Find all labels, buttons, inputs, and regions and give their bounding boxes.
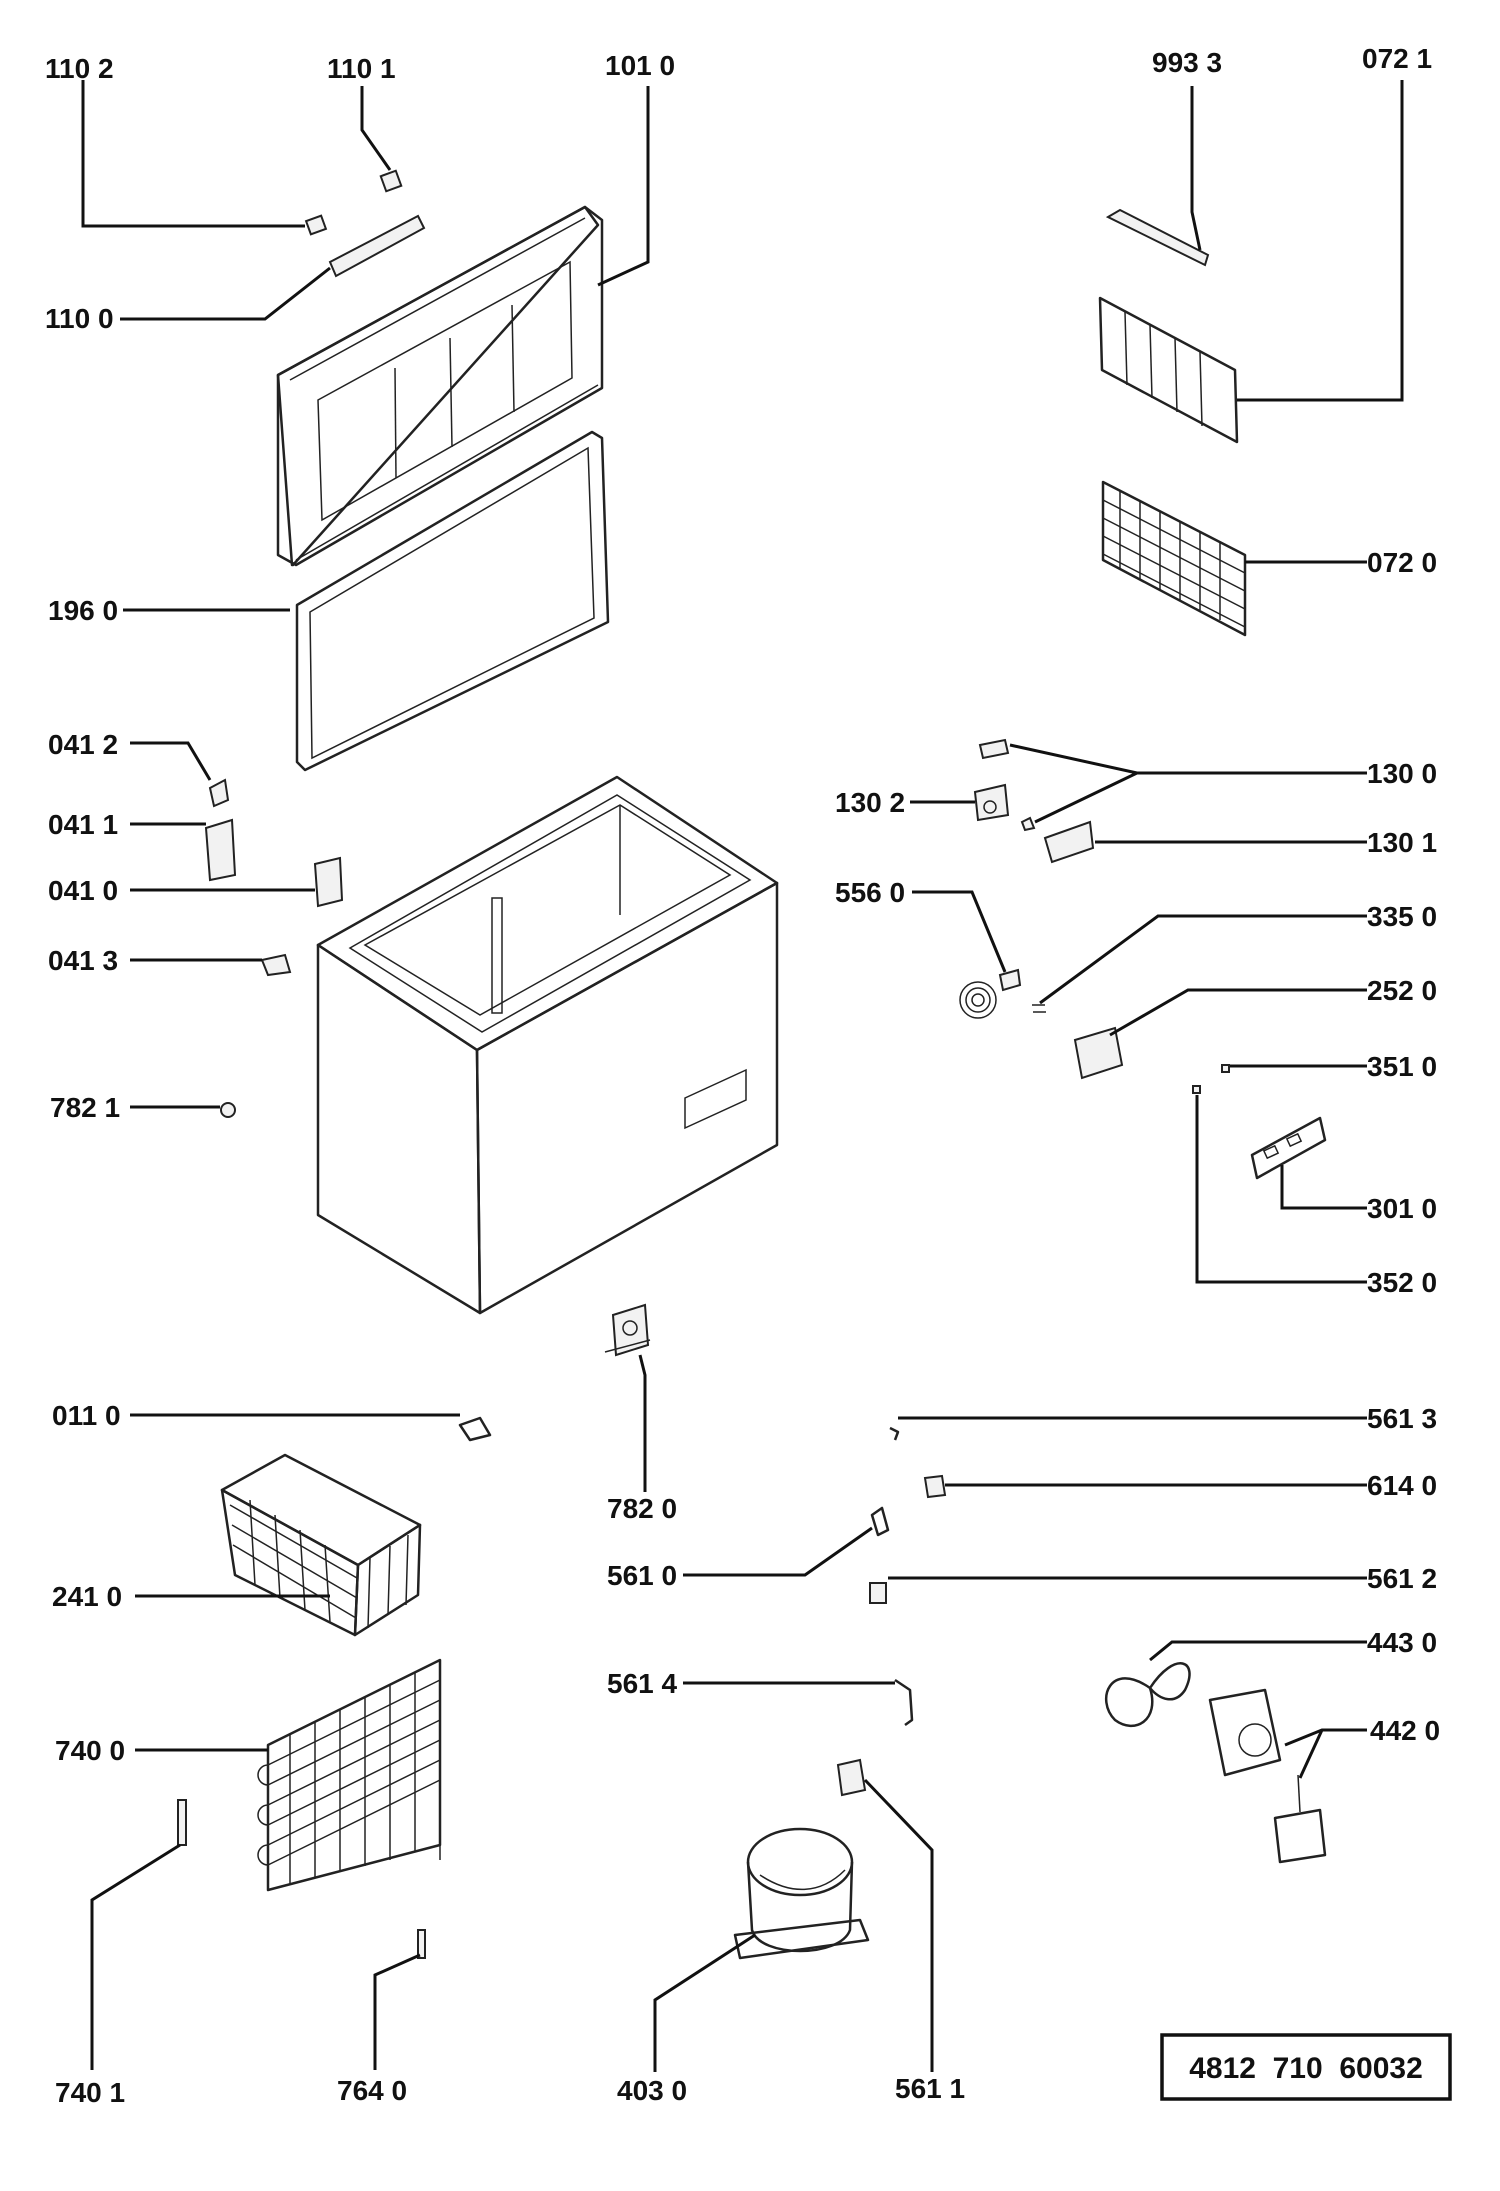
part-spring	[959, 968, 1022, 1019]
label-130-2: 130 2	[835, 787, 905, 818]
label-072-0: 072 0	[1367, 547, 1437, 578]
part-panel-072-1	[1098, 296, 1239, 444]
part-fan-motor	[1208, 1688, 1327, 1864]
part-gasket	[295, 430, 610, 772]
label-556-0: 556 0	[835, 877, 905, 908]
part-561-4	[894, 1678, 914, 1727]
part-782-1	[220, 1102, 236, 1118]
part-latch	[204, 778, 344, 977]
label-782-0: 782 0	[607, 1493, 677, 1524]
part-thermostat-bits	[973, 738, 1095, 864]
label-351-0: 351 0	[1367, 1051, 1437, 1082]
label-130-1: 130 1	[1367, 827, 1437, 858]
label-011-0: 011 0	[52, 1400, 121, 1431]
part-740-1	[177, 1799, 187, 1846]
reference-number: 4812 710 60032	[1189, 2052, 1423, 2085]
part-grille-072-0	[1101, 480, 1247, 637]
label-110-0: 110 0	[45, 303, 114, 334]
part-labels: 110 2 110 1 101 0 993 3 072 1 110 0 072 …	[45, 43, 1440, 2108]
part-fan-blade	[1104, 1662, 1191, 1727]
label-561-4: 561 4	[607, 1668, 677, 1699]
label-241-0: 241 0	[52, 1581, 122, 1612]
leader-lines	[81, 80, 1404, 2072]
part-basket	[220, 1453, 422, 1637]
label-561-0: 561 0	[607, 1560, 677, 1591]
part-351-0	[1221, 1064, 1230, 1073]
label-561-2: 561 2	[1367, 1563, 1437, 1594]
part-561-3	[889, 1426, 900, 1441]
part-782-0	[604, 1303, 651, 1357]
part-011-0	[458, 1416, 492, 1442]
part-561-1	[836, 1758, 867, 1797]
part-561-0	[870, 1506, 890, 1537]
label-764-0: 764 0	[337, 2075, 407, 2106]
label-110-1: 110 1	[327, 53, 396, 84]
label-442-0: 442 0	[1370, 1715, 1440, 1746]
label-561-3: 561 3	[1367, 1403, 1437, 1434]
part-993-3	[1105, 208, 1210, 267]
label-740-1: 740 1	[55, 2077, 125, 2108]
part-335-0	[1032, 1004, 1046, 1013]
label-041-1: 041 1	[48, 809, 118, 840]
label-301-0: 301 0	[1367, 1193, 1437, 1224]
part-compressor	[733, 1827, 870, 1960]
part-614-0	[923, 1474, 947, 1499]
part-lid	[276, 205, 604, 567]
part-301-0	[1250, 1116, 1327, 1180]
label-041-3: 041 3	[48, 945, 118, 976]
part-352-0	[1192, 1085, 1201, 1094]
label-782-1: 782 1	[50, 1092, 120, 1123]
reference-number-box: 4812 710 60032	[1160, 2033, 1452, 2101]
label-110-2: 110 2	[45, 53, 114, 84]
label-130-0: 130 0	[1367, 758, 1437, 789]
label-561-1: 561 1	[895, 2073, 965, 2104]
label-443-0: 443 0	[1367, 1627, 1437, 1658]
part-hinge	[304, 169, 426, 278]
label-041-0: 041 0	[48, 875, 118, 906]
label-335-0: 335 0	[1367, 901, 1437, 932]
part-764-0	[417, 1929, 426, 1959]
part-252-0	[1073, 1026, 1124, 1080]
part-561-2	[869, 1582, 887, 1604]
label-352-0: 352 0	[1367, 1267, 1437, 1298]
label-403-0: 403 0	[617, 2075, 687, 2106]
label-101-0: 101 0	[605, 50, 675, 81]
label-993-3: 993 3	[1152, 47, 1222, 78]
label-072-1: 072 1	[1362, 43, 1432, 74]
part-condenser	[257, 1658, 442, 1892]
part-cabinet	[316, 775, 779, 1315]
label-740-0: 740 0	[55, 1735, 125, 1766]
label-041-2: 041 2	[48, 729, 118, 760]
label-614-0: 614 0	[1367, 1470, 1437, 1501]
label-196-0: 196 0	[48, 595, 118, 626]
label-252-0: 252 0	[1367, 975, 1437, 1006]
